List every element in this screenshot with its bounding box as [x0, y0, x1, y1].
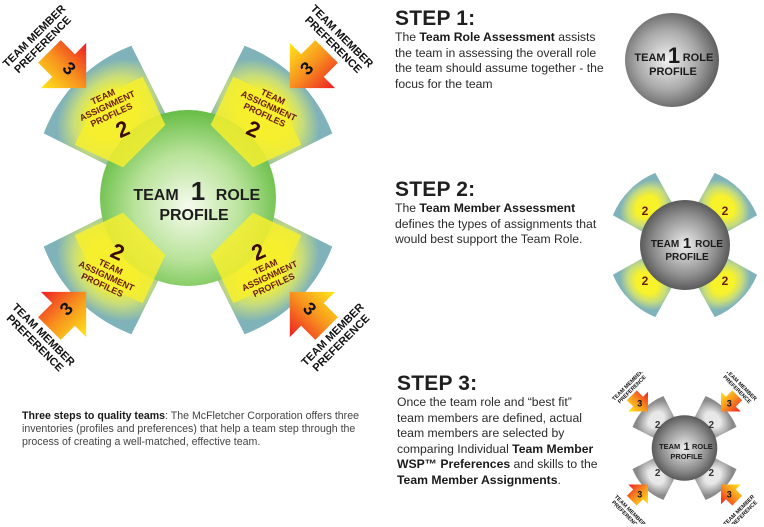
segment-number: 2	[722, 204, 729, 218]
step-1: STEP 1: The Team Role Assessment assists…	[395, 8, 605, 92]
center-label-role: ROLE	[216, 187, 261, 204]
preference-arrow	[626, 390, 648, 412]
step-text: assists the team in assessing the overal…	[395, 30, 604, 91]
step-text: The	[395, 201, 420, 215]
center-label-team: TEAM	[133, 187, 178, 204]
thumbnail-step-2: 2 2 2 2 TEAM 1 ROLE PROFILE	[612, 172, 758, 318]
thumb-label-team: TEAM	[659, 442, 680, 451]
step-bold-text: Team Role Assessment	[419, 30, 555, 44]
preference-arrow	[626, 484, 648, 506]
thumb-label-number: 1	[668, 43, 680, 68]
step-text: .	[557, 472, 561, 487]
segment-number: 2	[642, 204, 649, 218]
segment-number: 2	[655, 420, 661, 431]
step-text: The	[395, 30, 420, 44]
step-2-title: STEP 2:	[395, 178, 476, 201]
thumb-label-role: ROLE	[683, 52, 714, 64]
step-3-body: Once the team role and “best fit” team m…	[397, 395, 602, 488]
role-profile-circle	[625, 13, 719, 107]
segment-number: 2	[709, 420, 715, 431]
segment-number: 2	[722, 274, 729, 288]
arrow-number: 3	[637, 398, 642, 408]
step-bold-text: Team Member WSP™ Preferences	[397, 441, 594, 472]
thumbnail-step-3: 3 3 3 3 TEAM MEMBER PREFERENCE TEAM MEMB…	[610, 372, 759, 524]
thumb-label-profile: PROFILE	[670, 452, 702, 461]
role-profile-circle	[640, 200, 730, 290]
segment-number: 2	[709, 468, 715, 479]
arrow-number: 3	[727, 398, 732, 408]
segment-number: 2	[642, 274, 649, 288]
center-label-number: 1	[191, 176, 205, 206]
thumb-label-number: 1	[683, 441, 689, 453]
role-profile-circle	[651, 415, 718, 481]
step-text: Once the team role and “best fit” team m…	[397, 395, 582, 456]
thumb-label-profile: PROFILE	[665, 252, 709, 263]
step-text: defines the types of assignments that wo…	[395, 216, 597, 247]
caption: Three steps to quality teams: The McFlet…	[22, 410, 362, 449]
step-1-body: The Team Role Assessment assists the tea…	[395, 30, 605, 92]
caption-title: Three steps to quality teams	[22, 410, 166, 422]
thumb-label-team: TEAM	[634, 52, 665, 64]
team-diagram: TEAM ASSIGNMENT PROFILES 2 TEAM ASSIGNME…	[1, 3, 375, 374]
thumbnail-step-1: TEAM 1 ROLE PROFILE	[625, 13, 719, 107]
segment-number: 2	[655, 468, 661, 479]
arrow-number: 3	[727, 490, 732, 500]
arrow-number: 3	[637, 490, 642, 500]
step-3-title: STEP 3:	[397, 372, 478, 395]
step-bold-text: Team Member Assessment	[419, 201, 576, 215]
step-bold-text: Team Member Assignments	[397, 472, 558, 487]
step-text: and skills to the	[510, 457, 598, 471]
thumb-label-number: 1	[683, 235, 691, 252]
step-2: STEP 2: The Team Member Assessment defin…	[395, 179, 610, 248]
thumb-label-profile: PROFILE	[649, 66, 697, 78]
step-3: STEP 3: Once the team role and “best fit…	[397, 373, 602, 488]
preference-arrow	[721, 390, 743, 412]
caption-text: : The McFletcher Corporation offers thre…	[22, 410, 359, 448]
thumb-label-team: TEAM	[651, 239, 679, 250]
preference-arrow	[721, 484, 743, 506]
step-2-body: The Team Member Assessment defines the t…	[395, 201, 610, 248]
thumb-label-role: ROLE	[692, 442, 713, 451]
thumb-label-role: ROLE	[695, 239, 723, 250]
step-1-title: STEP 1:	[395, 7, 476, 30]
center-label-profile: PROFILE	[159, 207, 229, 224]
